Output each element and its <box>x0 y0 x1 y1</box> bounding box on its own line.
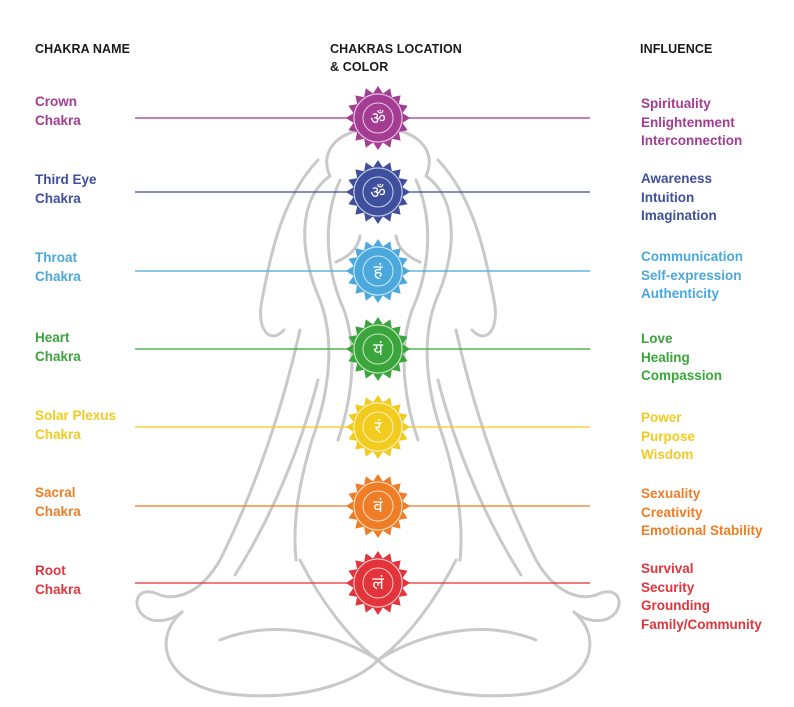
influence-heart: Love Healing Compassion <box>641 330 722 386</box>
chakra-emblem-third-eye: ॐ <box>346 160 410 224</box>
influence-item: Creativity <box>641 504 703 520</box>
influence-item: Imagination <box>641 208 717 224</box>
chakra-name-line2: Chakra <box>35 112 81 128</box>
chakra-name-line1: Sacral <box>35 485 76 500</box>
influence-item: Security <box>641 579 695 595</box>
chakra-name-line1: Solar Plexus <box>35 408 117 423</box>
influence-item: Power <box>641 410 682 425</box>
chakra-name-line2: Chakra <box>35 581 81 597</box>
chakra-name-line1: Crown <box>35 94 77 109</box>
influence-item: Love <box>641 331 673 346</box>
chakra-inner-ring-icon <box>362 255 394 287</box>
chakra-name-line1: Third Eye <box>35 172 97 187</box>
chakra-circle-icon <box>353 324 403 374</box>
influence-throat: Communication Self-expression Authentici… <box>641 248 743 304</box>
chakra-name-line2: Chakra <box>35 268 81 284</box>
influence-sacral: Sexuality Creativity Emotional Stability <box>641 485 763 541</box>
chakra-inner-ring-icon <box>362 333 394 365</box>
influence-item: Compassion <box>641 368 723 384</box>
chakra-name-line2: Chakra <box>35 503 81 519</box>
influence-item: Emotional Stability <box>641 523 763 539</box>
chakra-symbol-icon: वं <box>373 497 383 517</box>
chakra-inner-ring-icon <box>362 411 394 443</box>
chakra-symbol-icon: रं <box>375 418 383 438</box>
chakra-name-root: Root Chakra <box>35 562 81 599</box>
chakra-circle-icon <box>353 167 403 217</box>
chakra-name-crown: Crown Chakra <box>35 93 81 130</box>
chakra-symbol-icon: ॐ <box>370 183 386 203</box>
chakra-symbol-icon: यं <box>373 340 384 360</box>
influence-item: Enlightenment <box>641 114 735 130</box>
influence-item: Sexuality <box>641 486 701 501</box>
chakra-emblems: ॐ ॐ हं यं रं वं लं <box>346 86 410 615</box>
chakra-circle-icon <box>353 481 403 531</box>
chakra-name-throat: Throat Chakra <box>35 249 81 286</box>
column-header-influence: INFLUENCE <box>640 42 713 56</box>
chakra-symbol-icon: लं <box>372 574 384 594</box>
chakra-name-line2: Chakra <box>35 348 81 364</box>
influence-item: Communication <box>641 249 744 264</box>
influence-item: Authenticity <box>641 286 720 302</box>
influence-solar-plexus: Power Purpose Wisdom <box>641 409 695 465</box>
influence-item: Healing <box>641 349 690 365</box>
meditating-figure-outline <box>135 126 621 698</box>
influence-item: Grounding <box>641 598 710 614</box>
chakra-symbol-icon: ॐ <box>370 109 386 129</box>
chakra-emblem-solar-plexus: रं <box>346 395 410 459</box>
chakra-name-line1: Heart <box>35 330 70 345</box>
influence-third-eye: Awareness Intuition Imagination <box>641 170 717 226</box>
chakra-emblem-throat: हं <box>346 239 410 303</box>
influence-item: Family/Community <box>641 616 762 632</box>
column-header-location-line2: & COLOR <box>330 60 389 74</box>
chakra-name-third-eye: Third Eye Chakra <box>35 171 97 208</box>
influence-crown: Spirituality Enlightenment Interconnecti… <box>641 95 742 151</box>
influence-item: Wisdom <box>641 447 694 463</box>
chakra-symbol-icon: हं <box>373 262 383 282</box>
influence-item: Survival <box>641 561 694 576</box>
influence-item: Self-expression <box>641 267 742 283</box>
chakra-inner-ring-icon <box>362 102 394 134</box>
influence-item: Purpose <box>641 428 696 444</box>
influence-item: Awareness <box>641 171 713 186</box>
influence-item: Spirituality <box>641 96 711 111</box>
influence-item: Intuition <box>641 189 695 205</box>
chakra-name-heart: Heart Chakra <box>35 329 81 366</box>
column-header-chakra-name: CHAKRA NAME <box>35 42 131 56</box>
chakra-circle-icon <box>353 558 403 608</box>
chakra-name-solar-plexus: Solar Plexus Chakra <box>35 407 116 444</box>
influence-root: Survival Security Grounding Family/Commu… <box>641 560 762 634</box>
chakra-emblem-root: लं <box>346 551 410 615</box>
chakra-name-line1: Throat <box>35 250 77 265</box>
chakra-inner-ring-icon <box>362 567 394 599</box>
influence-item: Interconnection <box>641 133 743 149</box>
chakra-emblem-sacral: वं <box>346 474 410 538</box>
chakra-name-line2: Chakra <box>35 426 81 442</box>
chakra-inner-ring-icon <box>362 490 394 522</box>
chakra-circle-icon <box>353 246 403 296</box>
chakra-name-line2: Chakra <box>35 190 81 206</box>
chakra-circle-icon <box>353 93 403 143</box>
column-header-location-color: CHAKRAS LOCATION & COLOR <box>330 40 500 76</box>
column-header-location-line1: CHAKRAS LOCATION <box>330 42 462 56</box>
chakra-name-sacral: Sacral Chakra <box>35 484 81 521</box>
chakra-name-line1: Root <box>35 563 66 578</box>
chakra-emblem-crown: ॐ <box>346 86 410 150</box>
chakra-emblem-heart: यं <box>346 317 410 381</box>
chakra-circle-icon <box>353 402 403 452</box>
chakra-inner-ring-icon <box>362 176 394 208</box>
